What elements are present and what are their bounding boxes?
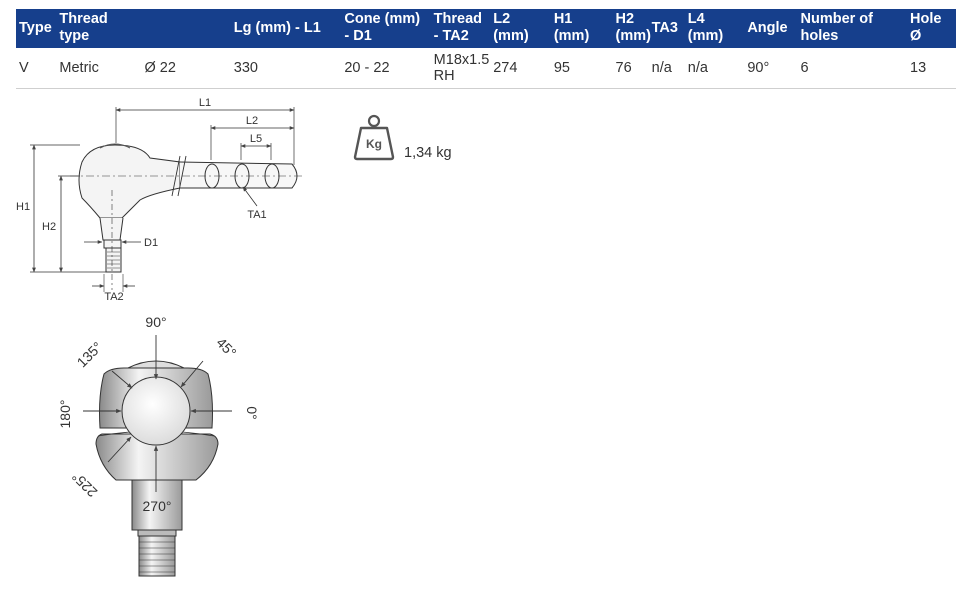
header-thread-ta2: Thread - TA2 [430,9,491,48]
label-h1: H1 [16,201,30,213]
cell-h1: 95 [550,48,613,89]
label-d1: D1 [144,237,158,249]
header-h1: H1 (mm) [550,9,613,48]
header-spacer [141,9,231,48]
header-ta3: TA3 [648,9,685,48]
angle-45: 45° [213,334,239,360]
label-ta1: TA1 [247,209,266,221]
label-l2: L2 [246,115,258,127]
table-row: V Metric Ø 22 330 20 - 22 M18x1.5 RH 274… [16,48,956,89]
header-h2: H2 (mm) [612,9,651,48]
cell-type: V [16,48,57,89]
cell-angle: 90° [744,48,798,89]
header-hole: Hole Ø [907,9,956,48]
header-l2: L2 (mm) [490,9,551,48]
side-view [30,107,304,292]
angle-135: 135° [74,339,106,371]
header-thread-type: Thread type [56,9,142,48]
header-cone-d1: Cone (mm) - D1 [341,9,431,48]
cell-hole: 13 [907,48,956,89]
cell-l4: n/a [684,48,745,89]
header-number-of-holes: Number of holes [797,9,907,48]
label-l1: L1 [199,97,211,109]
weight-kg-icon: Kg [353,114,395,161]
header-l4: L4 (mm) [684,9,745,48]
cell-number-of-holes: 6 [797,48,907,89]
table-header-row: Type Thread type Lg (mm) - L1 Cone (mm) … [16,9,956,48]
front-view [95,360,219,577]
label-l5: L5 [250,133,262,145]
cell-h2: 76 [612,48,649,89]
weight-icon-label: Kg [366,137,382,151]
label-h2: H2 [42,221,56,233]
cell-thread-type: Metric [56,48,142,89]
weight-value: 1,34 kg [404,145,452,161]
angle-0: 0° [244,406,260,419]
angle-180: 180° [57,400,73,429]
cell-l2: 274 [490,48,551,89]
angle-arrows [83,335,232,492]
angle-90: 90° [145,314,166,330]
cell-ta3: n/a [648,48,685,89]
label-ta2: TA2 [104,291,123,303]
angle-225: 225° [69,469,101,501]
angle-270: 270° [143,498,172,514]
cell-thread-ta2: M18x1.5 RH [430,48,491,89]
spec-table: Type Thread type Lg (mm) - L1 Cone (mm) … [16,9,956,89]
cell-lg-l1: 330 [230,48,342,89]
header-type: Type [16,9,57,48]
header-lg-l1: Lg (mm) - L1 [230,9,342,48]
cell-thread-ta1: Ø 22 [141,48,231,89]
cell-cone-d1: 20 - 22 [341,48,431,89]
header-angle: Angle [744,9,798,48]
